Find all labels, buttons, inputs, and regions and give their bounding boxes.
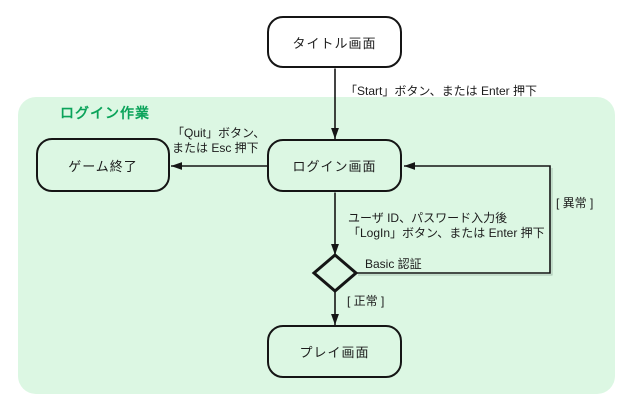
state-game-end: ゲーム終了 [36, 138, 170, 192]
edge-label-login-line1: ユーザ ID、パスワード入力後 [348, 211, 508, 225]
state-login-screen-label: ログイン画面 [292, 159, 377, 174]
state-game-end-label: ゲーム終了 [68, 158, 138, 174]
edge-label-start: 「Start」ボタン、または Enter 押下 [345, 84, 537, 98]
edge-label-quit-line1: 「Quit」ボタン、 [172, 126, 266, 140]
edge-label-quit: 「Quit」ボタン、 または Esc 押下 [172, 126, 265, 156]
edge-label-normal: [ 正常 ] [347, 294, 385, 308]
edge-label-error: [ 異常 ] [556, 196, 594, 210]
region-title: ログイン作業 [60, 105, 150, 121]
state-play-screen-label: プレイ画面 [299, 345, 370, 360]
state-play-screen: プレイ画面 [267, 325, 402, 378]
state-title-screen-label: タイトル画面 [292, 35, 377, 51]
edge-label-basic-auth: Basic 認証 [365, 257, 422, 271]
state-login-screen: ログイン画面 [267, 139, 402, 192]
edge-label-login-line2: 「LogIn」ボタン、または Enter 押下 [348, 226, 545, 240]
edge-label-quit-line2: または Esc 押下 [172, 141, 259, 155]
state-title-screen: タイトル画面 [267, 16, 402, 68]
edge-label-login: ユーザ ID、パスワード入力後 「LogIn」ボタン、または Enter 押下 [348, 211, 545, 241]
